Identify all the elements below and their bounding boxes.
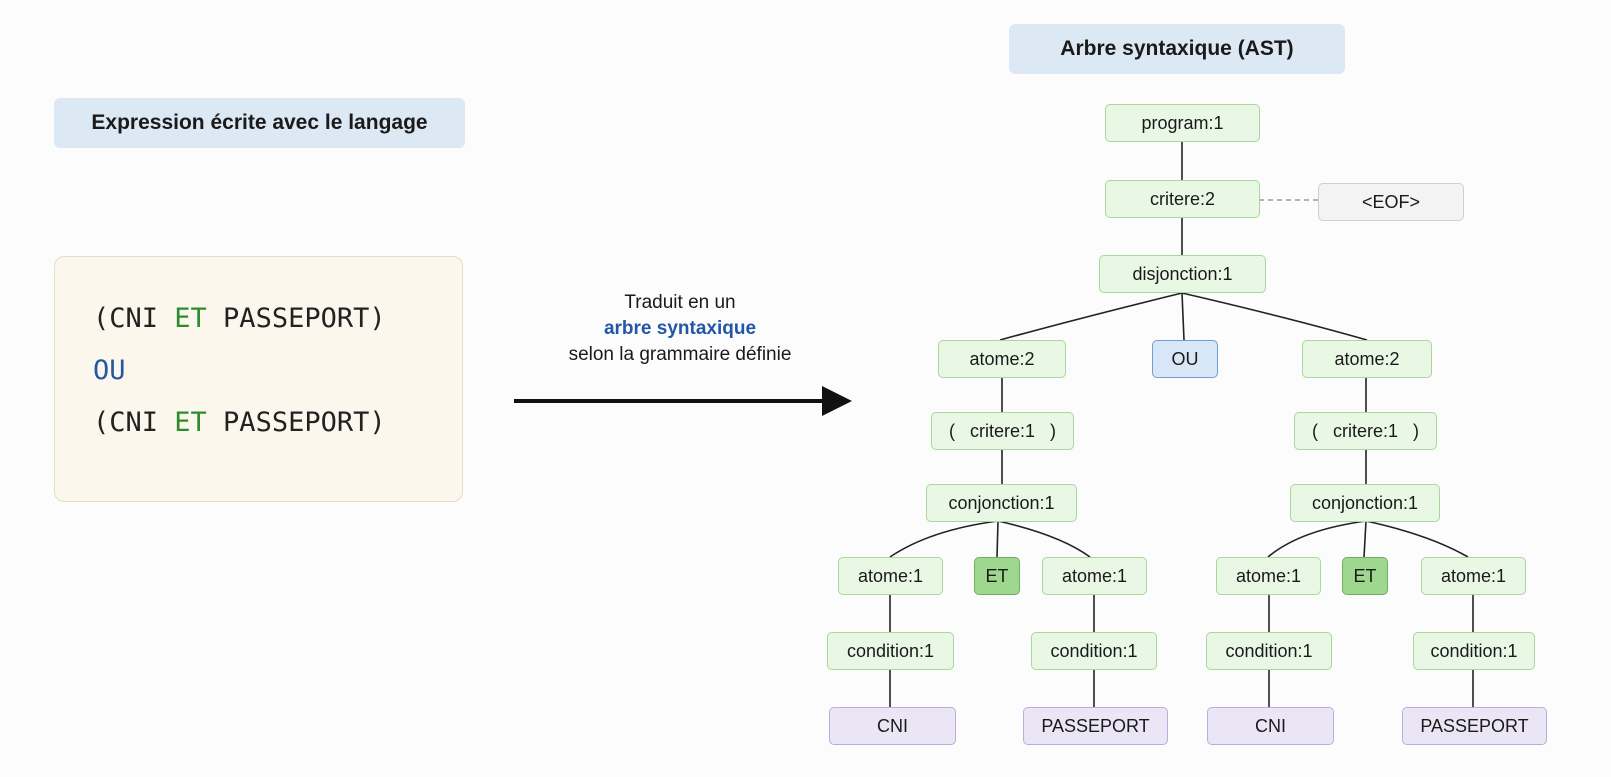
edge-disj-atome-left <box>999 292 1183 341</box>
translation-arrow-head <box>822 386 852 416</box>
edge-conj-right-atome-rl <box>1267 520 1367 558</box>
node-critere-right: ( critere:1 ) <box>1294 412 1437 450</box>
edge-conj-right-atome-rr <box>1365 520 1469 558</box>
node-condition-rr: condition:1 <box>1413 632 1535 670</box>
edge-conj-right-et <box>1363 520 1367 558</box>
expression-line-1: (CNI ET PASSEPORT) <box>93 303 386 334</box>
expression-line-2: OU <box>93 355 126 386</box>
node-condition-rl: condition:1 <box>1206 632 1332 670</box>
leaf-passeport-right: PASSEPORT <box>1402 707 1547 745</box>
arrow-caption: Traduit en un arbre syntaxique selon la … <box>520 290 840 368</box>
node-program: program:1 <box>1105 104 1260 142</box>
edge-conj-left-atome-lr <box>997 520 1091 558</box>
caption-line-3: selon la grammaire définie <box>568 344 792 365</box>
expression-line-3: (CNI ET PASSEPORT) <box>93 407 386 438</box>
node-ou: OU <box>1152 340 1218 378</box>
node-et-right: ET <box>1342 557 1388 595</box>
expr-line1-close: PASSEPORT) <box>206 303 386 334</box>
node-atome-right: atome:2 <box>1302 340 1432 378</box>
expr-line1-keyword: ET <box>174 303 207 334</box>
node-critere-root: critere:2 <box>1105 180 1260 218</box>
node-et-left: ET <box>974 557 1020 595</box>
leaf-passeport-left: PASSEPORT <box>1023 707 1168 745</box>
edge-disj-atome-right <box>1181 292 1368 341</box>
expr-line1-open: (CNI <box>93 303 175 334</box>
expr-line3-close: PASSEPORT) <box>206 407 386 438</box>
expression-title: Expression écrite avec le langage <box>54 98 465 148</box>
caption-highlight: arbre syntaxique <box>603 318 757 339</box>
leaf-cni-left: CNI <box>829 707 956 745</box>
node-condition-lr: condition:1 <box>1031 632 1157 670</box>
edge-conj-left-et <box>996 520 999 558</box>
node-atome-rr: atome:1 <box>1421 557 1526 595</box>
expr-line3-open: (CNI <box>93 407 175 438</box>
leaf-cni-right: CNI <box>1207 707 1334 745</box>
node-atome-rl: atome:1 <box>1216 557 1321 595</box>
node-conjonction-left: conjonction:1 <box>926 484 1077 522</box>
node-atome-ll: atome:1 <box>838 557 943 595</box>
expression-box: (CNI ET PASSEPORT) OU (CNI ET PASSEPORT) <box>54 256 463 502</box>
edge-disj-ou <box>1181 292 1185 341</box>
edge-conj-left-atome-ll <box>889 520 999 558</box>
ast-title: Arbre syntaxique (AST) <box>1009 24 1345 74</box>
expr-line3-keyword: ET <box>174 407 207 438</box>
node-disjonction: disjonction:1 <box>1099 255 1266 293</box>
node-critere-left: ( critere:1 ) <box>931 412 1074 450</box>
node-atome-lr: atome:1 <box>1042 557 1147 595</box>
caption-line-1: Traduit en un <box>624 292 736 313</box>
node-atome-left: atome:2 <box>938 340 1066 378</box>
node-conjonction-right: conjonction:1 <box>1290 484 1440 522</box>
node-condition-ll: condition:1 <box>827 632 954 670</box>
node-eof: <EOF> <box>1318 183 1464 221</box>
